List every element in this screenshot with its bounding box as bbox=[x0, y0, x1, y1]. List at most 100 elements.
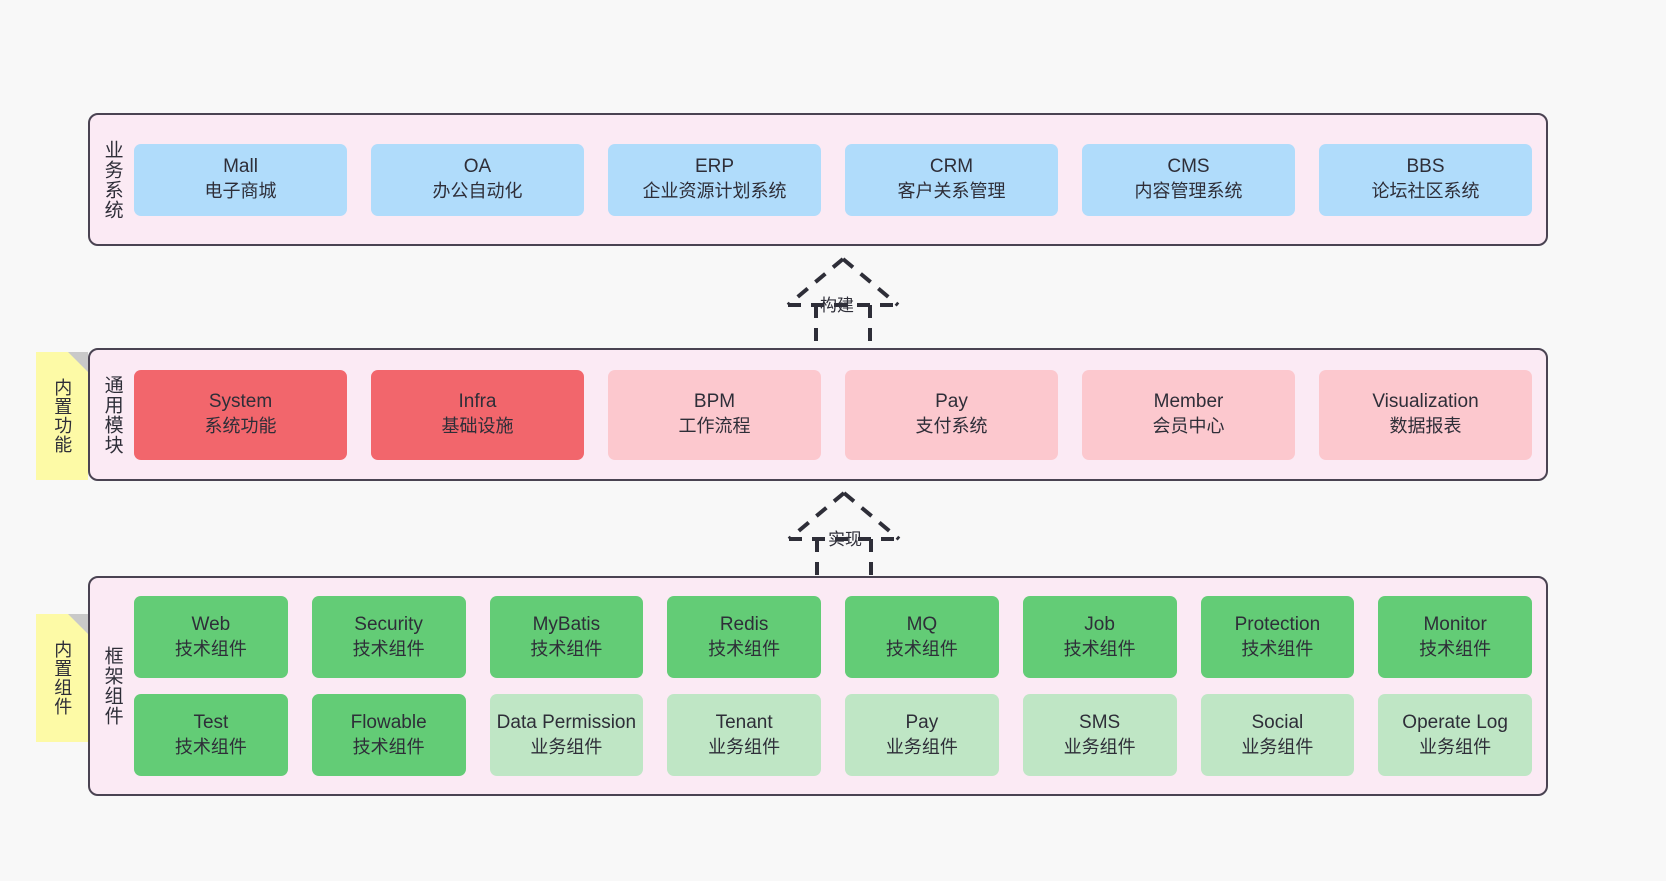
box-tenant[interactable]: Tenant 业务组件 bbox=[667, 694, 821, 776]
box-subtitle: 业务组件 bbox=[1419, 736, 1492, 757]
box-title: Tenant bbox=[715, 711, 773, 733]
box-subtitle: 会员中心 bbox=[1152, 416, 1225, 437]
box-title: CMS bbox=[1167, 156, 1210, 178]
note-builtin-function[interactable]: 内置功能 bbox=[36, 352, 88, 480]
arrow-implement: 实现 bbox=[762, 487, 952, 587]
box-subtitle: 办公自动化 bbox=[432, 181, 523, 202]
box-cms[interactable]: CMS 内容管理系统 bbox=[1082, 143, 1295, 216]
box-subtitle: 技术组件 bbox=[885, 638, 958, 659]
box-title: Pay bbox=[935, 391, 968, 413]
box-web[interactable]: Web 技术组件 bbox=[134, 596, 288, 678]
box-protection[interactable]: Protection 技术组件 bbox=[1200, 596, 1355, 678]
box-subtitle: 客户关系管理 bbox=[897, 181, 1006, 202]
box-oa[interactable]: OA 办公自动化 bbox=[371, 143, 584, 216]
box-title: SMS bbox=[1079, 711, 1121, 733]
layer-body-common-module: System 系统功能 Infra 基础设施 BPM 工作流程 Pay 支付系统… bbox=[134, 350, 1546, 479]
layer-common-module: 通用模块 System 系统功能 Infra 基础设施 BPM 工作流程 Pay… bbox=[88, 348, 1548, 481]
box-subtitle: 技术组件 bbox=[708, 638, 781, 659]
box-data-permission[interactable]: Data Permission 业务组件 bbox=[489, 694, 644, 776]
box-title: BBS bbox=[1406, 156, 1445, 178]
box-security[interactable]: Security 技术组件 bbox=[311, 596, 466, 678]
box-title: Monitor bbox=[1423, 613, 1487, 635]
box-social[interactable]: Social 业务组件 bbox=[1200, 694, 1355, 776]
box-subtitle: 技术组件 bbox=[1419, 638, 1492, 659]
layer-body-business-system: Mall 电子商城 OA 办公自动化 ERP 企业资源计划系统 CRM 客户关系… bbox=[134, 115, 1546, 244]
box-subtitle: 业务组件 bbox=[1063, 736, 1136, 757]
box-subtitle: 技术组件 bbox=[352, 736, 425, 757]
note-label: 内置功能 bbox=[52, 378, 73, 454]
box-operate-log[interactable]: Operate Log 业务组件 bbox=[1378, 694, 1532, 776]
box-mybatis[interactable]: MyBatis 技术组件 bbox=[489, 596, 644, 678]
box-subtitle: 论坛社区系统 bbox=[1371, 181, 1480, 202]
box-subtitle: 技术组件 bbox=[530, 638, 603, 659]
box-subtitle: 业务组件 bbox=[530, 736, 603, 757]
box-mq[interactable]: MQ 技术组件 bbox=[845, 596, 999, 678]
box-flowable[interactable]: Flowable 技术组件 bbox=[311, 694, 466, 776]
box-title: Redis bbox=[719, 613, 769, 635]
box-title: Job bbox=[1084, 613, 1115, 635]
arrow-label-implement: 实现 bbox=[828, 530, 862, 549]
box-subtitle: 业务组件 bbox=[1241, 736, 1314, 757]
box-row: Test 技术组件 Flowable 技术组件 Data Permission … bbox=[134, 694, 1532, 776]
box-subtitle: 企业资源计划系统 bbox=[642, 181, 787, 202]
arrow-build: 构建 bbox=[748, 253, 938, 353]
box-subtitle: 业务组件 bbox=[708, 736, 781, 757]
box-crm[interactable]: CRM 客户关系管理 bbox=[845, 143, 1058, 216]
dashed-generalization-arrow-icon bbox=[787, 491, 901, 587]
box-title: Pay bbox=[905, 711, 939, 733]
box-pay[interactable]: Pay 支付系统 bbox=[845, 369, 1058, 460]
arrow-label-build: 构建 bbox=[820, 296, 854, 315]
box-row: System 系统功能 Infra 基础设施 BPM 工作流程 Pay 支付系统… bbox=[134, 369, 1532, 460]
note-builtin-component[interactable]: 内置组件 bbox=[36, 614, 88, 742]
box-subtitle: 工作流程 bbox=[678, 416, 751, 437]
box-row: Web 技术组件 Security 技术组件 MyBatis 技术组件 Redi… bbox=[134, 596, 1532, 678]
box-subtitle: 内容管理系统 bbox=[1134, 181, 1243, 202]
box-row: Mall 电子商城 OA 办公自动化 ERP 企业资源计划系统 CRM 客户关系… bbox=[134, 143, 1532, 216]
layer-business-system: 业务系统 Mall 电子商城 OA 办公自动化 ERP 企业资源计划系统 CRM… bbox=[88, 113, 1548, 246]
box-pay-business[interactable]: Pay 业务组件 bbox=[845, 694, 999, 776]
box-title: Member bbox=[1153, 391, 1224, 413]
box-title: MyBatis bbox=[532, 613, 601, 635]
box-title: MQ bbox=[906, 613, 938, 635]
box-title: Web bbox=[191, 613, 231, 635]
box-subtitle: 数据报表 bbox=[1389, 416, 1462, 437]
box-bbs[interactable]: BBS 论坛社区系统 bbox=[1319, 143, 1532, 216]
note-fold-corner-icon bbox=[68, 352, 88, 372]
note-label: 内置组件 bbox=[52, 640, 73, 716]
box-mall[interactable]: Mall 电子商城 bbox=[134, 143, 347, 216]
box-title: Infra bbox=[458, 391, 497, 413]
box-redis[interactable]: Redis 技术组件 bbox=[667, 596, 821, 678]
box-title: Visualization bbox=[1372, 391, 1479, 413]
box-subtitle: 技术组件 bbox=[174, 638, 247, 659]
box-title: Mall bbox=[223, 156, 258, 178]
box-subtitle: 技术组件 bbox=[1241, 638, 1314, 659]
box-title: Social bbox=[1251, 711, 1304, 733]
box-system[interactable]: System 系统功能 bbox=[134, 369, 347, 460]
box-title: Operate Log bbox=[1402, 711, 1508, 733]
box-title: Security bbox=[354, 613, 423, 635]
box-infra[interactable]: Infra 基础设施 bbox=[371, 369, 584, 460]
box-title: OA bbox=[463, 156, 492, 178]
box-sms[interactable]: SMS 业务组件 bbox=[1022, 694, 1177, 776]
box-member[interactable]: Member 会员中心 bbox=[1082, 369, 1295, 460]
box-visualization[interactable]: Visualization 数据报表 bbox=[1319, 369, 1532, 460]
box-bpm[interactable]: BPM 工作流程 bbox=[608, 369, 821, 460]
box-erp[interactable]: ERP 企业资源计划系统 bbox=[608, 143, 821, 216]
box-subtitle: 业务组件 bbox=[885, 736, 958, 757]
box-title: Protection bbox=[1234, 613, 1321, 635]
layer-framework-component: 框架组件 Web 技术组件 Security 技术组件 MyBatis 技术组件… bbox=[88, 576, 1548, 796]
box-title: Test bbox=[193, 711, 229, 733]
box-title: Data Permission bbox=[496, 711, 637, 733]
box-title: BPM bbox=[693, 391, 736, 413]
layer-title-framework-component: 框架组件 bbox=[101, 646, 123, 726]
box-subtitle: 技术组件 bbox=[1063, 638, 1136, 659]
box-title: CRM bbox=[929, 156, 974, 178]
dashed-generalization-arrow-icon bbox=[786, 257, 900, 353]
box-title: ERP bbox=[694, 156, 735, 178]
box-job[interactable]: Job 技术组件 bbox=[1022, 596, 1177, 678]
box-monitor[interactable]: Monitor 技术组件 bbox=[1378, 596, 1532, 678]
box-subtitle: 系统功能 bbox=[204, 416, 277, 437]
box-test[interactable]: Test 技术组件 bbox=[134, 694, 288, 776]
box-title: Flowable bbox=[350, 711, 427, 733]
